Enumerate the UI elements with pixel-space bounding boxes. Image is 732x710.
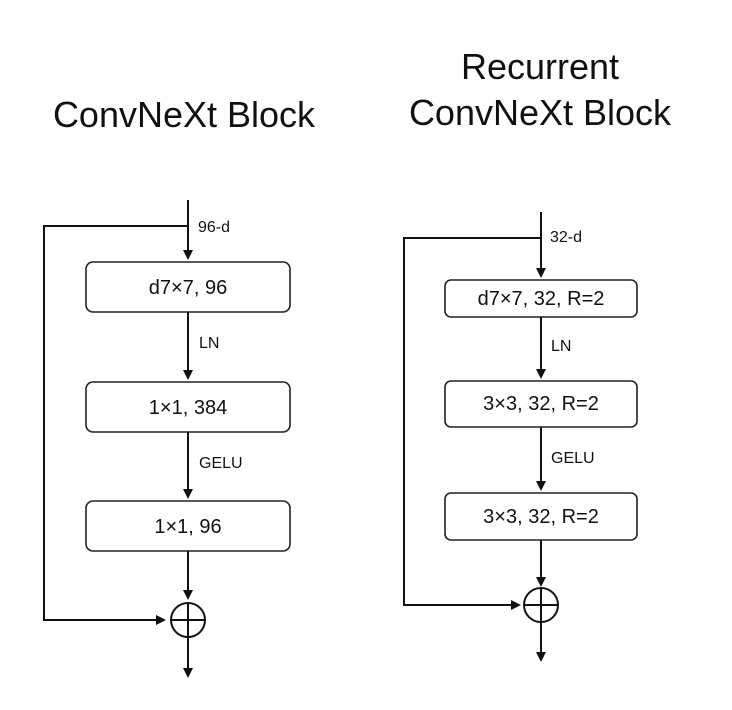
right-block-title-line2: ConvNeXt Block: [408, 92, 672, 133]
left-block-title: ConvNeXt Block: [52, 94, 316, 135]
edge-label: LN: [199, 335, 219, 352]
layer-label: 1×1, 384: [149, 397, 227, 419]
convnext-block: 96-d d7×7, 96 LN 1×1, 384 GELU 1×1, 96: [43, 200, 291, 678]
input-dim-label: 96-d: [198, 219, 230, 236]
residual-connection: [403, 237, 541, 610]
add-node-icon: [523, 587, 559, 623]
recurrent-convnext-block: 32-d d7×7, 32, R=2 LN 3×3, 32, R=2 GELU …: [403, 212, 638, 662]
input-dim-label: 32-d: [550, 229, 582, 246]
edge-label: GELU: [551, 450, 595, 467]
layer-label: d7×7, 32, R=2: [478, 288, 605, 310]
edge-label: LN: [551, 338, 571, 355]
layer-label: 3×3, 32, R=2: [483, 393, 599, 415]
add-node-icon: [170, 602, 206, 638]
residual-connection: [43, 225, 188, 625]
edge-label: GELU: [199, 455, 243, 472]
layer-label: 3×3, 32, R=2: [483, 506, 599, 528]
layer-label: d7×7, 96: [149, 277, 227, 299]
layer-label: 1×1, 96: [154, 516, 221, 538]
right-block-title-line1: Recurrent: [460, 46, 620, 87]
